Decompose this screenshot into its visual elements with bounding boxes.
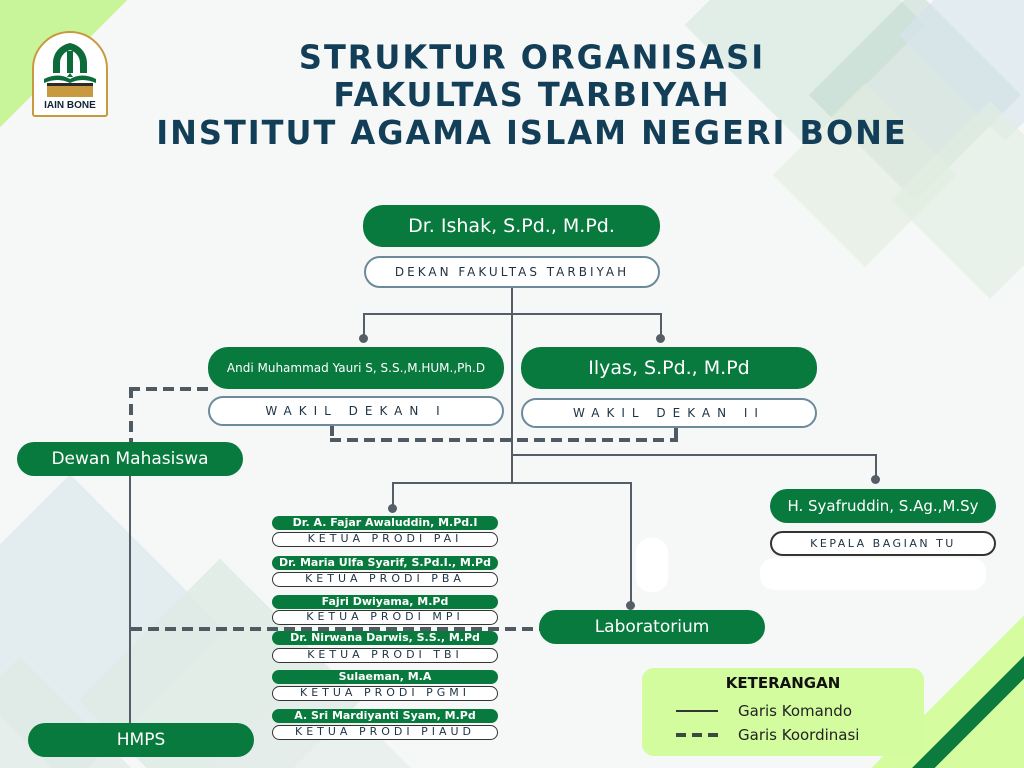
- laboratorium: Laboratorium: [539, 610, 765, 644]
- wakil-dekan-1-name: Andi Muhammad Yauri S, S.S.,M.HUM.,Ph.D: [208, 347, 504, 389]
- dashed-line-icon: [676, 733, 718, 737]
- mosque-book-icon: [44, 43, 96, 97]
- dash-wd1-down: [330, 425, 334, 441]
- prodi-pba-role: KETUA PRODI PBA: [272, 572, 498, 587]
- dash-dema-vertical: [129, 387, 133, 445]
- ghost-shape: [636, 538, 668, 592]
- line-prodi-drop: [392, 482, 394, 506]
- kabag-tu-name: H. Syafruddin, S.Ag.,M.Sy: [770, 489, 996, 523]
- dewan-mahasiswa: Dewan Mahasiswa: [17, 442, 243, 476]
- dekan-role: DEKAN FAKULTAS TARBIYAH: [364, 256, 660, 288]
- prodi-piaud-role: KETUA PRODI PIAUD: [272, 725, 498, 740]
- line-wd2-drop: [660, 313, 662, 337]
- line-prodi-lab-branch: [392, 482, 632, 484]
- wakil-dekan-2-name: Ilyas, S.Pd., M.Pd: [521, 347, 817, 389]
- prodi-pgmi-name: Sulaeman, M.A: [272, 670, 498, 684]
- legend-item-dashed: Garis Koordinasi: [676, 725, 859, 745]
- dekan-name: Dr. Ishak, S.Pd., M.Pd.: [363, 205, 660, 247]
- line-lab-drop: [630, 482, 632, 604]
- ghost-shape: [760, 558, 986, 590]
- legend-title: KETERANGAN: [725, 674, 841, 692]
- connector-dot: [656, 334, 665, 343]
- dash-wd2-down: [674, 428, 678, 442]
- prodi-pgmi-role: KETUA PRODI PGMI: [272, 686, 498, 701]
- legend-label: Garis Komando: [738, 702, 853, 720]
- title-line-2: FAKULTAS TARBIYAH: [333, 75, 731, 115]
- kabag-tu-role: KEPALA BAGIAN TU: [770, 531, 996, 556]
- legend-label: Garis Koordinasi: [738, 726, 860, 744]
- wakil-dekan-1-role: WAKIL DEKAN I: [208, 396, 504, 426]
- prodi-pba-name: Dr. Maria Ulfa Syarif, S.Pd.I., M.Pd: [272, 556, 498, 570]
- title-line-3: INSTITUT AGAMA ISLAM NEGERI BONE: [156, 113, 908, 153]
- prodi-tbi-role: KETUA PRODI TBI: [272, 648, 498, 663]
- connector-dot: [388, 504, 397, 513]
- line-dekan-trunk: [511, 286, 513, 484]
- connector-dot: [871, 475, 880, 484]
- prodi-piaud-name: A. Sri Mardiyanti Syam, M.Pd: [272, 709, 498, 723]
- dash-hmps-lab: [131, 627, 541, 631]
- legend-item-solid: Garis Komando: [676, 701, 852, 721]
- line-tu-drop: [875, 454, 877, 478]
- prodi-mpi-role: KETUA PRODI MPI: [272, 610, 498, 625]
- line-dema-hmps: [129, 474, 131, 724]
- title-line-1: STRUKTUR ORGANISASI: [298, 37, 766, 77]
- prodi-pai-role: KETUA PRODI PAI: [272, 532, 498, 547]
- line-tu-branch: [511, 454, 876, 456]
- logo-text: IAIN BONE: [44, 100, 96, 111]
- dash-wd1-dema: [129, 387, 209, 391]
- solid-line-icon: [676, 710, 718, 712]
- prodi-tbi-name: Dr. Nirwana Darwis, S.S., M.Pd: [272, 631, 498, 645]
- dash-wd1-wd2: [330, 438, 678, 442]
- wakil-dekan-2-role: WAKIL DEKAN II: [521, 398, 817, 428]
- prodi-mpi-name: Fajri Dwiyama, M.Pd: [272, 595, 498, 609]
- page-title: STRUKTUR ORGANISASI FAKULTAS TARBIYAH IN…: [150, 37, 914, 153]
- line-wd1-drop: [363, 313, 365, 337]
- legend: KETERANGAN Garis Komando Garis Koordinas…: [642, 668, 924, 756]
- connector-dot: [626, 601, 635, 610]
- iain-bone-logo: IAIN BONE: [32, 31, 108, 117]
- line-wakil-branch: [363, 313, 661, 315]
- connector-dot: [359, 334, 368, 343]
- prodi-pai-name: Dr. A. Fajar Awaluddin, M.Pd.I: [272, 516, 498, 530]
- hmps: HMPS: [28, 723, 254, 757]
